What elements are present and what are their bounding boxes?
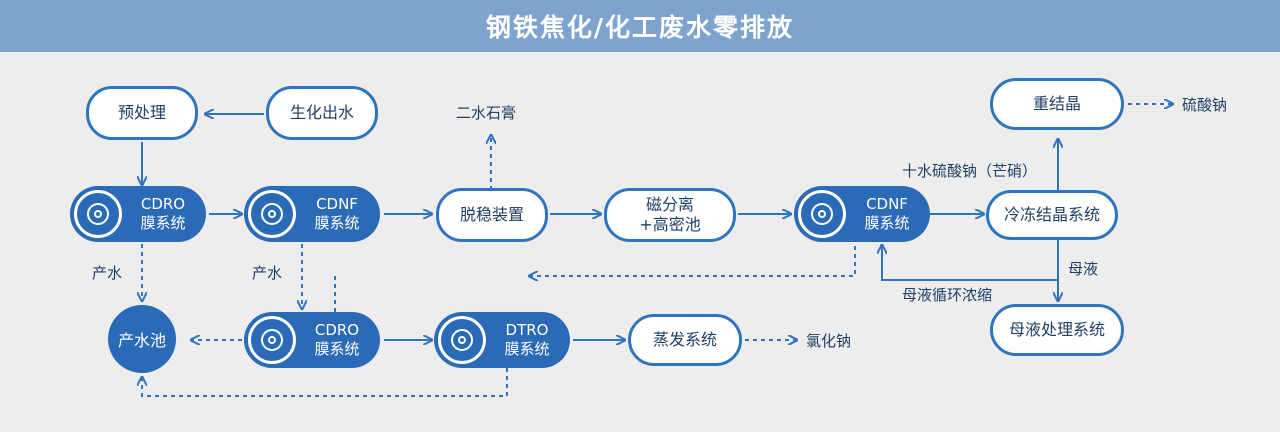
pretreatment-box: 预处理 [86, 86, 198, 140]
arrow-mother-recycle [882, 246, 1058, 281]
desilication-box: 脱稳装置 [436, 188, 548, 242]
page-title: 钢铁焦化/化工废水零排放 [0, 0, 1280, 52]
mirabilite-label: 十水硫酸钠（芒硝） [902, 162, 1038, 180]
product-water-label-1: 产水 [92, 264, 123, 282]
cdnf1-name: CDNF [316, 195, 358, 213]
mother-liquor-recycle-label: 母液循环浓缩 [902, 286, 993, 304]
dtro-sub: 膜系统 [504, 340, 550, 358]
membrane-disc-icon [798, 190, 846, 238]
sodium-sulfate-label: 硫酸钠 [1182, 96, 1228, 114]
cdro1-sub: 膜系统 [140, 214, 186, 232]
mother-liquor-treatment-box: 母液处理系统 [990, 304, 1124, 356]
dashed-dtro-to-pool [142, 368, 508, 397]
product-water-pool: 产水池 [108, 305, 176, 373]
membrane-disc-icon [74, 190, 122, 238]
cdnf2-name: CDNF [866, 195, 908, 213]
dtro-name: DTRO [505, 321, 549, 339]
membrane-disc-icon [248, 190, 296, 238]
gypsum-label: 二水石膏 [456, 104, 517, 122]
recrystallization-box: 重结晶 [990, 78, 1124, 130]
dashed-cdnf2-return [530, 246, 856, 276]
cdro1-name: CDRO [140, 195, 186, 213]
membrane-disc-icon [248, 316, 296, 364]
cdnf2-sub: 膜系统 [864, 214, 910, 232]
cdro2-sub: 膜系统 [314, 340, 360, 358]
evaporation-box: 蒸发系统 [628, 314, 742, 366]
bio-effluent-box: 生化出水 [266, 86, 378, 140]
membrane-disc-icon [438, 316, 486, 364]
magnetic-separation-box: 磁分离+高密池 [604, 188, 736, 242]
sodium-chloride-label: 氯化钠 [806, 332, 852, 350]
cdro2-name: CDRO [314, 321, 360, 339]
product-water-label-2: 产水 [252, 264, 283, 282]
mother-liquor-label: 母液 [1068, 260, 1099, 278]
cdnf1-sub: 膜系统 [314, 214, 360, 232]
freeze-crystallization-box: 冷冻结晶系统 [986, 190, 1118, 240]
